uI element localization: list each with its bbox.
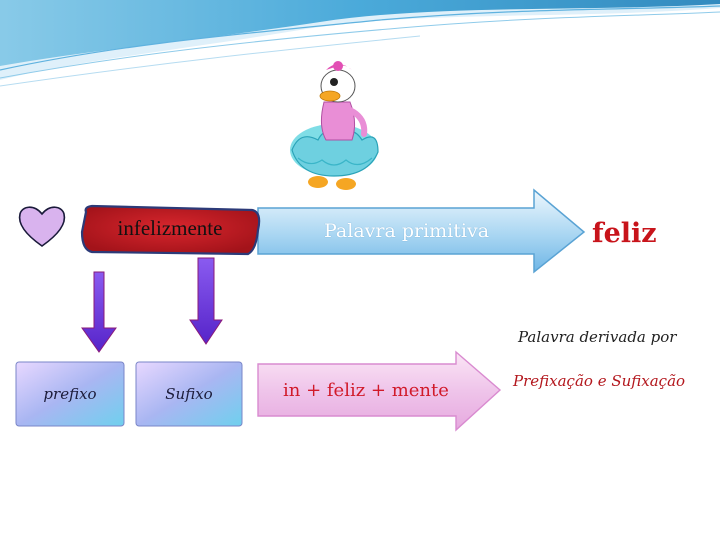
suffix-down-arrow <box>189 257 223 345</box>
derived-caption: Palavra derivada por <box>518 328 677 346</box>
prefix-down-arrow <box>81 271 117 353</box>
process-caption: Prefixação e Sufixação <box>513 372 686 390</box>
heart-icon <box>18 206 66 247</box>
primitive-arrow-label: Palavra primitiva <box>324 220 490 242</box>
word-group: infelizmente <box>82 208 258 254</box>
primitive-word-arrow <box>257 188 586 274</box>
formation-arrow <box>257 350 502 432</box>
daisy-duck-illustration <box>284 56 394 196</box>
prefix-label: prefixo <box>43 385 97 403</box>
word-oval <box>80 204 261 256</box>
prefix-box <box>15 361 125 427</box>
suffix-box <box>135 361 243 427</box>
top-wave-decoration <box>0 0 720 87</box>
formation-label: in + feliz + mente <box>283 380 449 401</box>
suffix-label: Sufixo <box>165 385 213 403</box>
derived-word: infelizmente <box>117 216 223 240</box>
primitive-word: feliz <box>592 218 657 249</box>
